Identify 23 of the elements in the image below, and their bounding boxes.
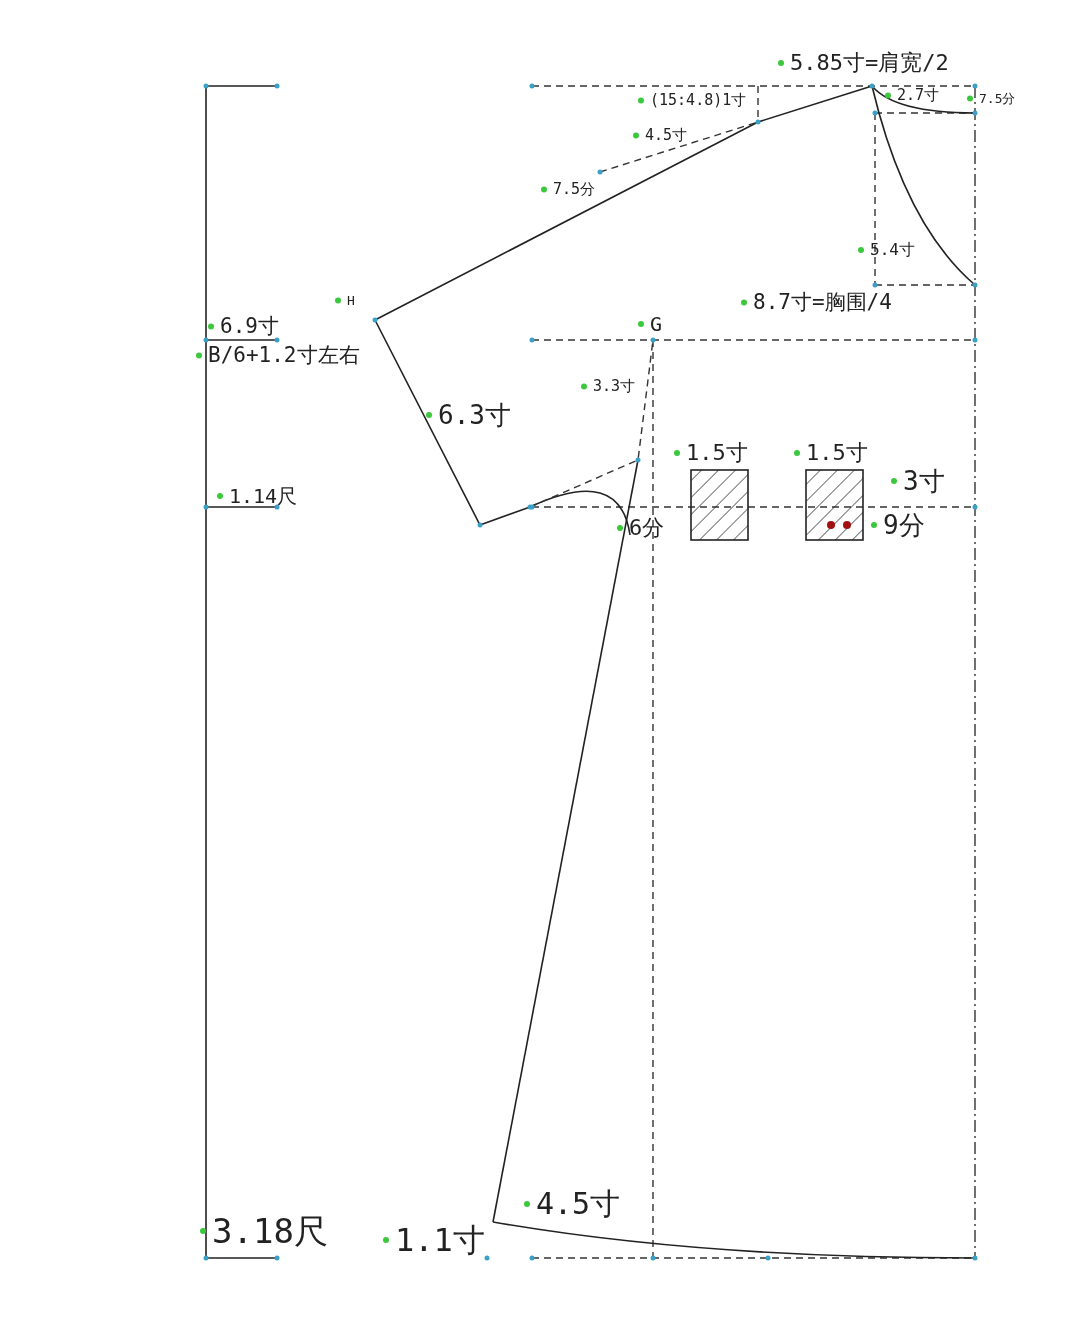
dimension-label: (15:4.8)1寸 [650,93,747,108]
dimension-label: 3.3寸 [593,379,636,394]
dimension-label: 1.5寸 [686,442,748,464]
dimension-label: 4.5寸 [645,128,688,143]
dimension-label: 7.5分 [553,182,596,197]
dimension-label: 3.18尺 [212,1214,328,1248]
dimension-label: 9分 [883,512,925,538]
dimension-label: 1.5寸 [806,442,868,464]
dimension-label: 6分 [629,517,665,539]
dimension-label: 5.4寸 [870,242,915,258]
dimension-label: 1.1寸 [395,1224,485,1256]
dimension-label: 3寸 [903,468,945,494]
dimension-label: 5.85寸=肩宽/2 [790,52,949,74]
dimension-label: 6.3寸 [438,402,511,428]
dimension-label: B/6+1.2寸左右 [208,345,360,366]
dimension-label: 1.14尺 [229,486,298,506]
dimension-label: H [347,294,355,307]
dimension-label: 4.5寸 [536,1189,621,1219]
dimension-label: 6.9寸 [220,316,279,337]
dimension-label: 7.5分 [979,92,1016,105]
dimension-label: G [650,314,663,334]
dimension-label: 2.7寸 [897,88,940,103]
dimension-label: 8.7寸=胸围/4 [753,292,892,313]
